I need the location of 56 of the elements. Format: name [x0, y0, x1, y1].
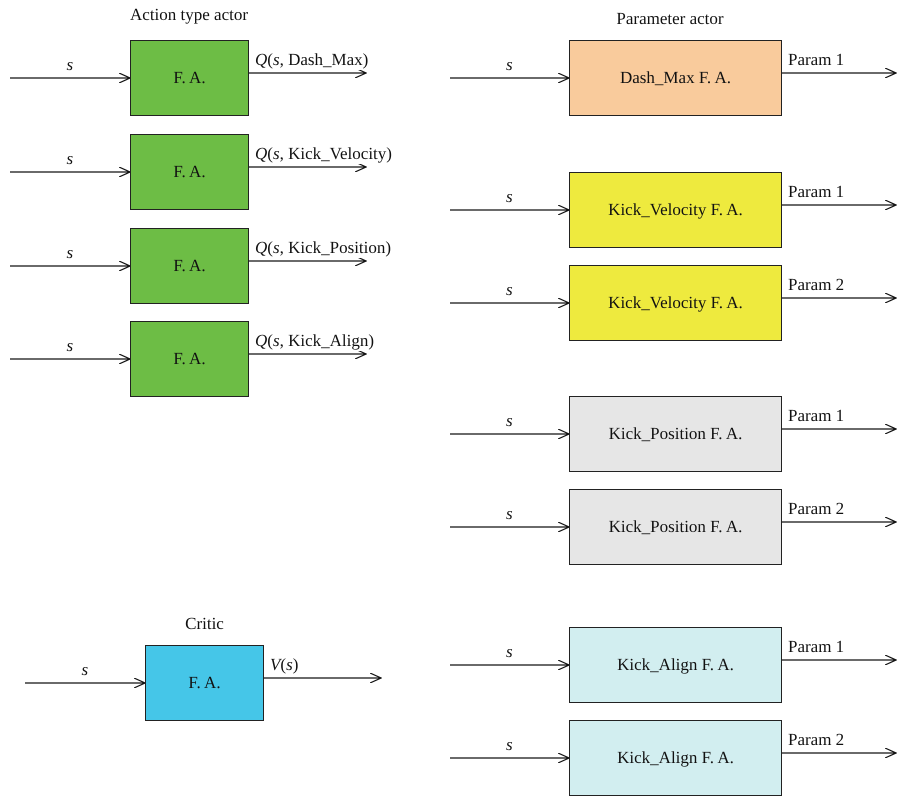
edge-label: Q(s, Kick_Position) [254, 239, 392, 258]
box-label: Kick_Velocity F. A. [608, 200, 743, 220]
function-approximator-box [569, 720, 782, 796]
function-approximator-box [130, 134, 249, 210]
function-approximator-box [130, 40, 249, 116]
arrow [10, 353, 131, 365]
arrow [450, 204, 570, 216]
arrow [10, 260, 131, 272]
function-approximator-box [130, 228, 249, 304]
arrow [249, 348, 367, 360]
function-approximator-box [569, 627, 782, 703]
arrow [450, 659, 570, 671]
function-approximator-box [569, 40, 782, 116]
arrow [450, 297, 570, 309]
arrow [782, 199, 897, 211]
arrow [249, 67, 367, 79]
function-approximator-box [145, 645, 264, 721]
arrow [450, 521, 570, 533]
box-label: F. A. [173, 68, 206, 88]
function-approximator-box [569, 172, 782, 248]
box-label: Dash_Max F. A. [620, 68, 732, 88]
section-heading: Action type actor [130, 6, 248, 25]
section-heading: Critic [185, 615, 224, 634]
box-label: Kick_Position F. A. [608, 424, 742, 444]
box-label: F. A. [173, 162, 206, 182]
arrow [10, 72, 131, 84]
box-label: Kick_Align F. A. [617, 748, 734, 768]
arrow [782, 292, 897, 304]
arrow [450, 752, 570, 764]
box-label: Kick_Velocity F. A. [608, 293, 743, 313]
edge-label: Q(s, Dash_Max) [254, 51, 370, 70]
function-approximator-box [569, 265, 782, 341]
edge-label: V(s) [269, 656, 300, 675]
arrow [782, 654, 897, 666]
arrow [782, 423, 897, 435]
arrow [782, 516, 897, 528]
arrow [249, 255, 367, 267]
box-label: F. A. [173, 349, 206, 369]
arrow [249, 161, 367, 173]
edge-label: Q(s, Kick_Velocity) [254, 145, 393, 164]
arrow [25, 677, 146, 689]
box-label: F. A. [188, 673, 221, 693]
arrow [10, 166, 131, 178]
arrow [782, 67, 897, 79]
function-approximator-box [569, 396, 782, 472]
function-approximator-box [569, 489, 782, 565]
arrow [264, 672, 382, 684]
arrow [450, 72, 570, 84]
arrow [450, 428, 570, 440]
arrow [782, 747, 897, 759]
section-heading: Parameter actor [616, 10, 724, 29]
box-label: Kick_Position F. A. [608, 517, 742, 537]
edge-label: Q(s, Kick_Align) [254, 332, 376, 351]
function-approximator-box [130, 321, 249, 397]
box-label: Kick_Align F. A. [617, 655, 734, 675]
box-label: F. A. [173, 256, 206, 276]
